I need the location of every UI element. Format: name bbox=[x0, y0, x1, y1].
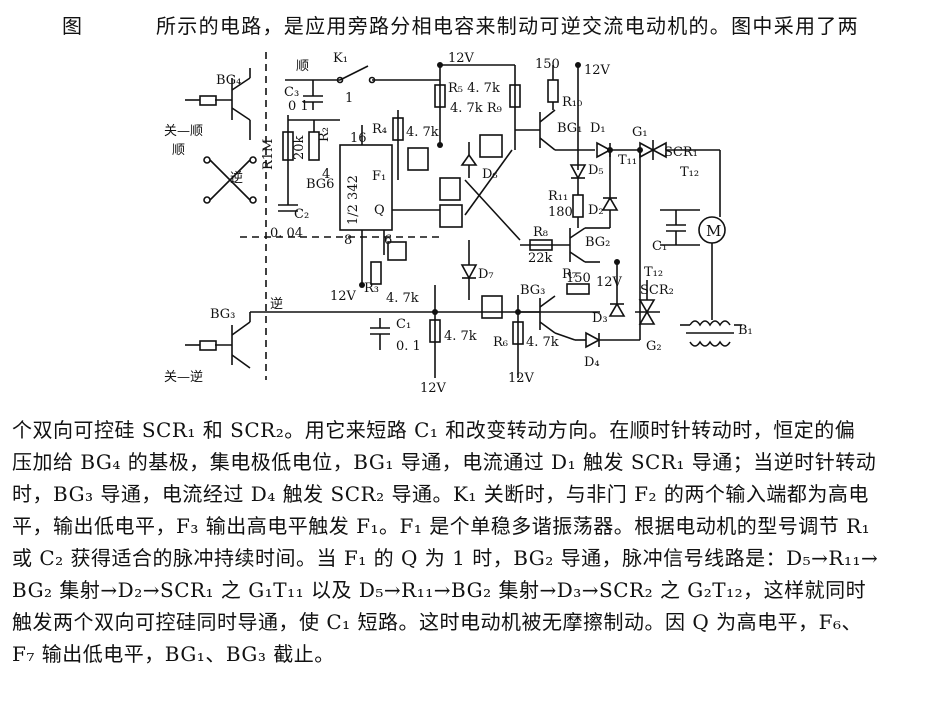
d5-label: D₅ bbox=[588, 163, 604, 178]
c3-value: 0 1 bbox=[288, 99, 309, 114]
r10-label: R₁₀ bbox=[562, 95, 582, 110]
d4-label: D₄ bbox=[584, 355, 600, 370]
t12-a-label: T₁₂ bbox=[680, 165, 699, 180]
bg3-left-label: BG₃ bbox=[210, 307, 235, 322]
d6-label: D₆ bbox=[482, 167, 498, 182]
r5-label: R₅ 4. 7k bbox=[448, 81, 500, 96]
g1-label: G₁ bbox=[632, 125, 648, 140]
r11-label: R₁₁ bbox=[548, 189, 568, 204]
r6-value: 4. 7k bbox=[526, 335, 559, 350]
r7-label: R₇ bbox=[562, 267, 577, 282]
r2-label: R₂ bbox=[317, 127, 332, 142]
paragraph-line: F₇ 输出低电平，BG₁、BG₃ 截止。 bbox=[12, 642, 335, 666]
c2-value: 0. 04 bbox=[270, 226, 303, 241]
r11-value: 180 bbox=[548, 205, 573, 220]
c1-value: 0. 1 bbox=[396, 339, 421, 354]
r1m-label: R1M bbox=[261, 139, 276, 170]
paragraph-line: 触发两个双向可控硅同时导通，使 C₁ 短路。这时电动机被无摩擦制动。因 Q 为高… bbox=[12, 610, 863, 634]
paragraph-line: 或 C₂ 获得适合的脉冲持续时间。当 F₁ 的 Q 为 1 时，BG₂ 导通，脉… bbox=[12, 546, 879, 570]
paragraph-first-line: 所示的电路，是应用旁路分相电容来制动可逆交流电动机的。图中采用了两 bbox=[156, 14, 859, 38]
motor-label: M bbox=[706, 222, 721, 240]
paragraph-line: 平，输出低电平，F₃ 输出高电平触发 F₁。F₁ 是个单稳多谐振荡器。根据电动机… bbox=[12, 514, 871, 538]
r4-value: 4. 7k bbox=[406, 125, 439, 140]
d1-label: D₁ bbox=[590, 121, 606, 136]
r150-b-label: 150 bbox=[566, 271, 591, 286]
r3-label: R₃ bbox=[364, 281, 379, 296]
ccw-bus-label: 逆 bbox=[270, 296, 283, 312]
bg1-label: BG₁ bbox=[557, 121, 582, 136]
circuit-diagram: BG₄ 关—顺 顺 逆 BG₃ 关—逆 逆 R1M 顺 K₁ 1 C₃ 0 1 … bbox=[164, 51, 753, 396]
r4-label: R₄ bbox=[372, 122, 387, 137]
g2-label: G₂ bbox=[646, 339, 662, 354]
r9-label: 4. 7k R₉ bbox=[450, 101, 502, 116]
pin6-label: 6 bbox=[384, 233, 392, 248]
d3-label: D₃ bbox=[592, 311, 608, 326]
scr1-label: SCR₁ bbox=[664, 145, 698, 160]
r6-label: R₆ bbox=[493, 335, 508, 350]
v12-e-label: 12V bbox=[420, 381, 447, 396]
q-label: Q bbox=[374, 203, 385, 218]
v12-c-label: 12V bbox=[584, 63, 611, 78]
v12-a-label: 12V bbox=[330, 289, 357, 304]
cw-k1-label: 顺 bbox=[296, 59, 309, 74]
pin4-label: 4 bbox=[322, 167, 330, 182]
paragraph-line: 时，BG₃ 导通，电流经过 D₄ 触发 SCR₂ 导通。K₁ 关断时，与非门 F… bbox=[12, 482, 869, 506]
c1-label: C₁ bbox=[396, 317, 411, 332]
switch-pos-label: 1 bbox=[345, 91, 353, 106]
k1-label: K₁ bbox=[333, 51, 348, 66]
t11-label: T₁₁ bbox=[618, 153, 637, 168]
pin8-label: 8 bbox=[344, 233, 352, 248]
off-cw-label: 关—顺 bbox=[164, 124, 203, 139]
ic-label: 1/2 342 bbox=[346, 175, 361, 225]
bg4-label: BG₄ bbox=[216, 73, 241, 88]
paragraph-line: BG₂ 集射→D₂→SCR₁ 之 G₁T₁₁ 以及 D₅→R₁₁→BG₂ 集射→… bbox=[12, 578, 867, 602]
b1-label: B₁ bbox=[738, 323, 753, 338]
off-ccw-label: 关—逆 bbox=[164, 369, 203, 385]
r2-value: 20k bbox=[292, 135, 307, 160]
t12-b-label: T₁₂ bbox=[644, 265, 663, 280]
r-bottom-value: 4. 7k bbox=[444, 329, 477, 344]
d2-label: D₂ bbox=[588, 203, 604, 218]
ccw-switch-label: 逆 bbox=[230, 170, 243, 186]
c2-label: C₂ bbox=[294, 207, 309, 222]
v12-b-label: 12V bbox=[448, 51, 475, 66]
figure-label: 图 bbox=[62, 14, 83, 38]
c3-label: C₃ bbox=[284, 85, 299, 100]
r8-value: 22k bbox=[528, 251, 553, 266]
r150-a-label: 150 bbox=[535, 57, 560, 72]
bg3-right-label: BG₃ bbox=[520, 283, 545, 298]
v12-d-label: 12V bbox=[596, 275, 623, 290]
c1-right-label: C₁ bbox=[652, 239, 667, 254]
pin16-label: 16 bbox=[350, 131, 367, 146]
r3-value: 4. 7k bbox=[386, 291, 419, 306]
cw-label: 顺 bbox=[172, 143, 185, 158]
bg6-label: BG6 bbox=[306, 177, 334, 192]
scr2-label: SCR₂ bbox=[640, 283, 674, 298]
d7-label: D₇ bbox=[478, 267, 494, 282]
bg2-label: BG₂ bbox=[585, 235, 610, 250]
v12-f-label: 12V bbox=[508, 371, 535, 386]
paragraph-line: 压加给 BG₄ 的基极，集电极低电位，BG₁ 导通，电流通过 D₁ 触发 SCR… bbox=[12, 450, 877, 474]
f1-label: F₁ bbox=[372, 169, 386, 184]
paragraph-line: 个双向可控硅 SCR₁ 和 SCR₂。用它来短路 C₁ 和改变转动方向。在顺时针… bbox=[12, 418, 856, 442]
r8-label: R₈ bbox=[533, 225, 548, 240]
